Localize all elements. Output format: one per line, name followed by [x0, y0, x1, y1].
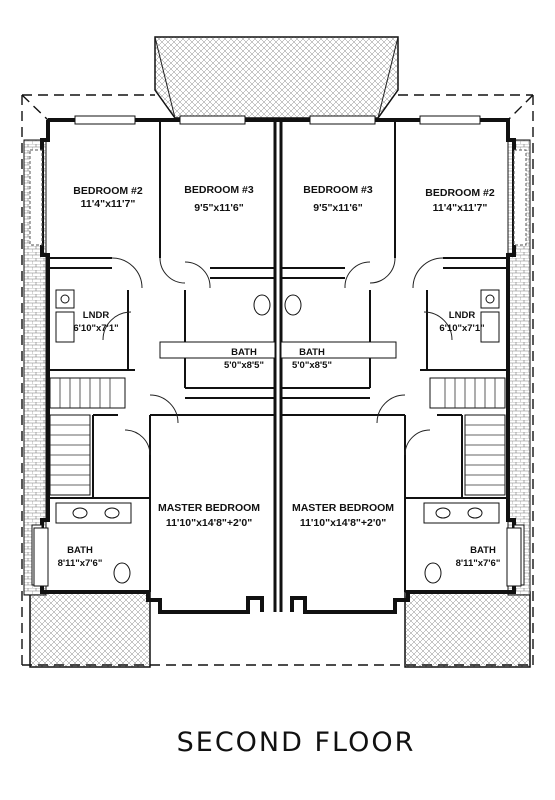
- left-master-bath-name: BATH: [67, 545, 93, 556]
- left-bedroom3-name: BEDROOM #3: [184, 184, 254, 196]
- right-hall-bath-name: BATH: [299, 347, 325, 358]
- left-bedroom2-name: BEDROOM #2: [73, 185, 143, 197]
- stairs-left: [49, 377, 126, 496]
- floor-caption: SECOND FLOOR: [177, 727, 416, 758]
- roof-bottom-right: [404, 591, 531, 668]
- left-bedroom2-dims: 11'4"x11'7": [81, 198, 136, 210]
- right-bedroom3-name: BEDROOM #3: [303, 184, 373, 196]
- stairs-right: [429, 377, 506, 496]
- left-laundry-dims: 6'10"x7'1": [73, 323, 118, 334]
- interior-walls-right: [281, 120, 508, 592]
- right-hall-bath-dims: 5'0"x8'5": [292, 360, 332, 371]
- right-laundry-name: LNDR: [449, 310, 476, 321]
- interior-walls-left: [48, 120, 275, 592]
- room-labels: BEDROOM #2 11'4"x11'7" BEDROOM #3 9'5"x1…: [58, 184, 501, 569]
- right-bedroom2-dims: 11'4"x11'7": [433, 202, 488, 214]
- door-swings: [102, 257, 453, 456]
- roof-outline: [21, 94, 534, 666]
- roof-top: [154, 36, 399, 119]
- right-bedroom3-dims: 9'5"x11'6": [313, 202, 362, 214]
- left-master-dims: 11'10"x14'8"+2'0": [166, 517, 252, 529]
- right-bedroom2-name: BEDROOM #2: [425, 187, 495, 199]
- left-hall-bath-dims: 5'0"x8'5": [224, 360, 264, 371]
- left-laundry-name: LNDR: [83, 310, 110, 321]
- right-master-name: MASTER BEDROOM: [292, 502, 394, 514]
- left-hall-bath-name: BATH: [231, 347, 257, 358]
- right-master-bath-name: BATH: [470, 545, 496, 556]
- right-laundry-dims: 6'10"x7'1": [439, 323, 484, 334]
- left-master-name: MASTER BEDROOM: [158, 502, 260, 514]
- right-master-bath-dims: 8'11"x7'6": [456, 558, 501, 569]
- right-master-dims: 11'10"x14'8"+2'0": [300, 517, 386, 529]
- left-master-bath-dims: 8'11"x7'6": [58, 558, 103, 569]
- roof-bottom-left: [29, 591, 151, 668]
- fixtures: [33, 289, 522, 587]
- left-bedroom3-dims: 9'5"x11'6": [194, 202, 243, 214]
